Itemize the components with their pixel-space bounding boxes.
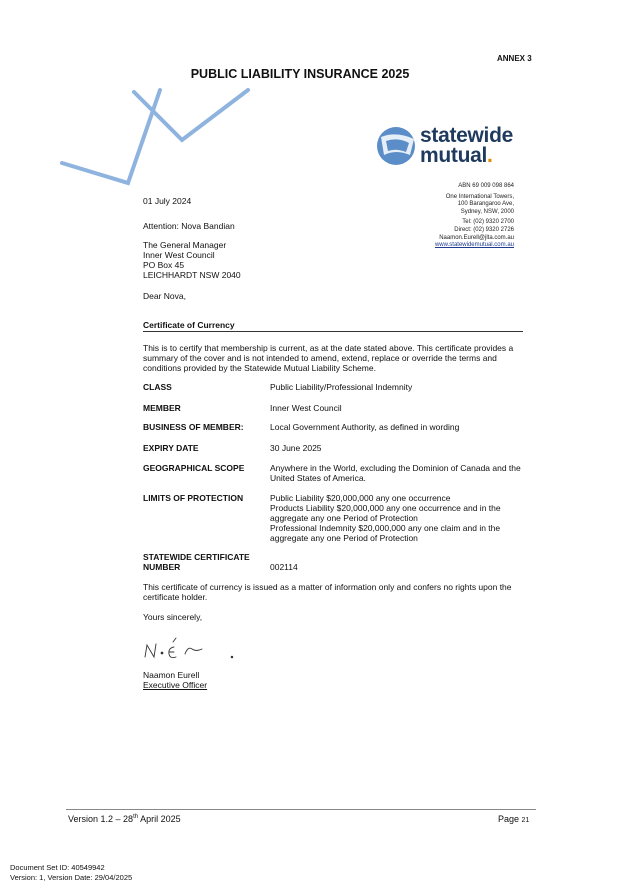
detail-label: CLASS bbox=[143, 382, 172, 392]
recipient-line: PO Box 45 bbox=[143, 260, 185, 270]
recipient-line: Inner West Council bbox=[143, 250, 215, 260]
footer-version: Version 1.2 – 28th April 2025 bbox=[68, 814, 181, 824]
decorative-lines bbox=[60, 88, 250, 186]
logo-line-2: mutual. bbox=[420, 144, 493, 167]
abn: ABN 69 009 098 864 bbox=[458, 183, 514, 189]
signatory-name: Naamon Eurell bbox=[143, 670, 200, 680]
docset-id: Document Set ID: 40549942 bbox=[10, 863, 105, 872]
detail-value: 002114 bbox=[270, 562, 298, 572]
address-line: 100 Barangaroo Ave, bbox=[457, 201, 514, 208]
address-line: Sydney, NSW, 2000 bbox=[460, 208, 514, 215]
detail-label: EXPIRY DATE bbox=[143, 443, 199, 453]
page-number: 21 bbox=[521, 817, 530, 824]
closing-paragraph: This certificate of currency is issued a… bbox=[143, 582, 512, 602]
statewide-logo-icon bbox=[377, 127, 415, 165]
recipient-line: LEICHHARDT NSW 2040 bbox=[143, 270, 241, 280]
detail-label: BUSINESS OF MEMBER: bbox=[143, 422, 244, 432]
attention-line: Attention: Nova Bandian bbox=[143, 221, 235, 231]
detail-value: Anywhere in the World, excluding the Dom… bbox=[270, 463, 521, 483]
sign-off: Yours sincerely, bbox=[143, 612, 203, 622]
detail-value: Public Liability/Professional Indemnity bbox=[270, 382, 413, 392]
signature bbox=[144, 637, 234, 659]
intro-paragraph: This is to certify that membership is cu… bbox=[143, 343, 514, 373]
detail-label: GEOGRAPHICAL SCOPE bbox=[143, 463, 245, 473]
logo-line-1: statewide bbox=[420, 124, 513, 147]
detail-value: Local Government Authority, as defined i… bbox=[270, 422, 460, 432]
letter-date: 01 July 2024 bbox=[143, 196, 192, 206]
signatory-title: Executive Officer bbox=[143, 680, 208, 690]
sender-address: ABN 69 009 098 864 One International Tow… bbox=[435, 183, 514, 250]
recipient-address: The General Manager Inner West Council P… bbox=[143, 240, 241, 280]
telephone: Tel: (02) 9320 2700 bbox=[462, 219, 514, 226]
address-line: One International Towers, bbox=[445, 193, 514, 200]
detail-label: LIMITS OF PROTECTION bbox=[143, 493, 244, 503]
docset-version: Version: 1, Version Date: 29/04/2025 bbox=[10, 873, 133, 882]
detail-value: Inner West Council bbox=[270, 403, 342, 413]
page-title: PUBLIC LIABILITY INSURANCE 2025 bbox=[190, 67, 410, 81]
certificate-heading: Certificate of Currency bbox=[143, 320, 523, 332]
detail-value: 30 June 2025 bbox=[270, 443, 322, 453]
statewide-logo: statewide mutual. bbox=[420, 124, 513, 167]
footer-divider bbox=[66, 809, 536, 810]
email: Naamon.Eurell@jlta.com.au bbox=[439, 234, 514, 241]
footer-page: Page 21 bbox=[498, 814, 530, 824]
website-link[interactable]: www.statewidemutual.com.au bbox=[434, 242, 514, 249]
recipient-line: The General Manager bbox=[143, 240, 227, 250]
detail-label: STATEWIDE CERTIFICATE NUMBER bbox=[143, 552, 250, 572]
direct-phone: Direct: (02) 9320 2726 bbox=[454, 226, 514, 233]
detail-label: MEMBER bbox=[143, 403, 181, 413]
detail-value: Public Liability $20,000,000 any one occ… bbox=[270, 493, 501, 543]
document-set-info: Document Set ID: 40549942 Version: 1, Ve… bbox=[10, 863, 132, 883]
annex-label: ANNEX 3 bbox=[497, 54, 532, 63]
salutation: Dear Nova, bbox=[143, 291, 186, 301]
